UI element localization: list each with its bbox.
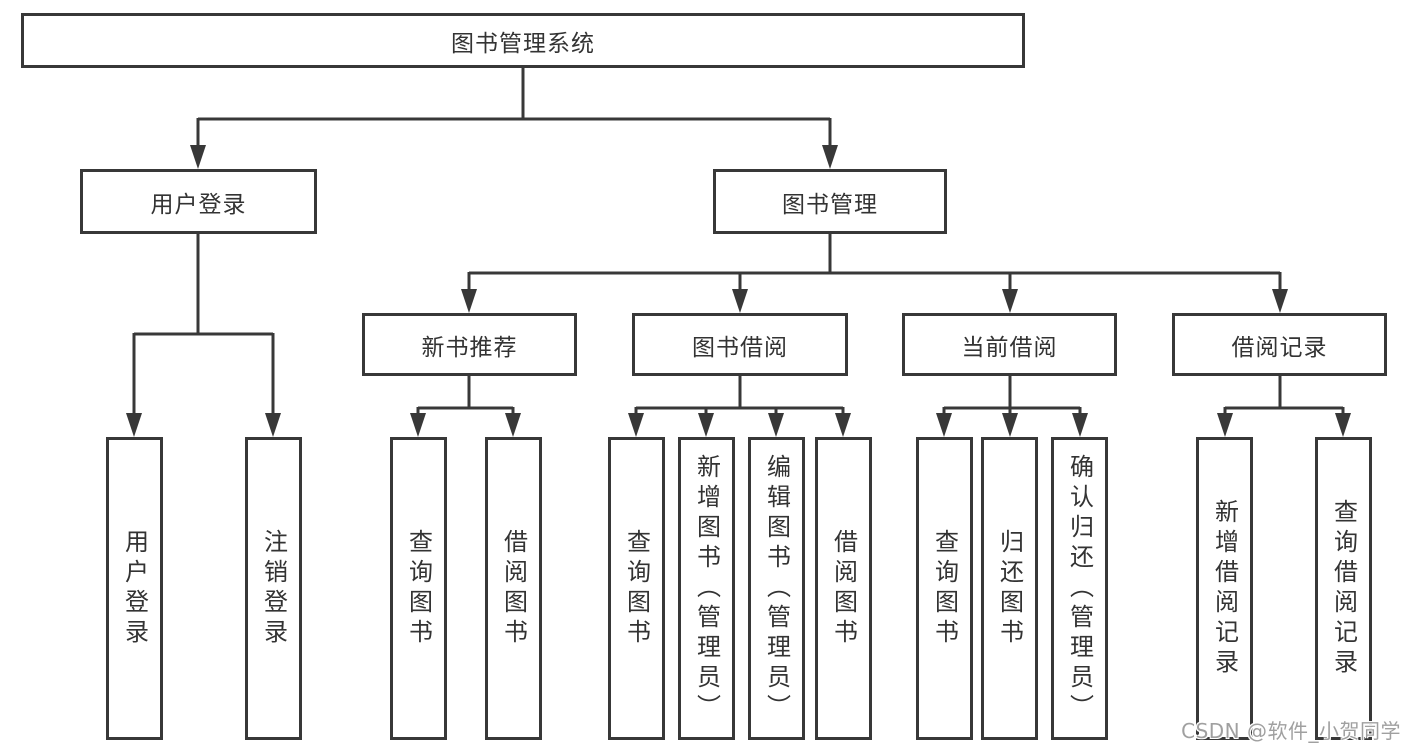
node-new-book-recommend: 新书推荐 (362, 313, 577, 376)
leaf-query-books-borrow: 查询图书 (608, 437, 665, 740)
arrowhead-icon (505, 413, 521, 437)
arrowhead-icon (628, 413, 644, 437)
arrowhead-icon (461, 289, 477, 313)
leaf-query-borrow-record-label: 查询借阅记录 (1329, 498, 1358, 679)
leaf-logout-label: 注销登录 (259, 528, 288, 649)
leaf-confirm-return-admin: 确认归还（管理员） (1051, 437, 1108, 740)
leaf-logout: 注销登录 (245, 437, 302, 740)
node-book-management-label: 图书管理 (782, 191, 878, 218)
node-borrow-records: 借阅记录 (1172, 313, 1387, 376)
arrowhead-icon (1002, 289, 1018, 313)
leaf-query-books-borrow-label: 查询图书 (622, 528, 651, 649)
arrowhead-icon (768, 413, 784, 437)
leaf-add-borrow-record-label: 新增借阅记录 (1210, 498, 1239, 679)
arrowhead-icon (1217, 413, 1233, 437)
leaf-query-borrow-record: 查询借阅记录 (1315, 437, 1372, 740)
arrowhead-icon (1002, 413, 1018, 437)
arrowhead-icon (1335, 413, 1351, 437)
node-borrow-records-label: 借阅记录 (1231, 334, 1328, 361)
arrowhead-icon (835, 413, 851, 437)
node-library-system: 图书管理系统 (21, 13, 1025, 68)
node-user-login: 用户登录 (80, 169, 317, 234)
leaf-borrow-books: 借阅图书 (815, 437, 872, 740)
arrowhead-icon (190, 145, 206, 169)
leaf-add-book-admin-label: 新增图书（管理员） (692, 453, 721, 724)
leaf-query-books-current-label: 查询图书 (930, 528, 959, 649)
leaf-edit-book-admin-label: 编辑图书（管理员） (762, 453, 791, 724)
arrowhead-icon (698, 413, 714, 437)
node-current-borrow-label: 当前借阅 (961, 334, 1058, 361)
arrowhead-icon (822, 145, 838, 169)
arrowhead-icon (265, 413, 281, 437)
leaf-edit-book-admin: 编辑图书（管理员） (748, 437, 805, 740)
leaf-add-borrow-record: 新增借阅记录 (1196, 437, 1253, 740)
leaf-return-book-label: 归还图书 (995, 528, 1024, 649)
arrowhead-icon (732, 289, 748, 313)
leaf-borrow-books-recommend: 借阅图书 (485, 437, 542, 740)
watermark: CSDN @软件_小贺同学 (1181, 719, 1401, 743)
node-book-borrow: 图书借阅 (632, 313, 848, 376)
arrowhead-icon (1272, 289, 1288, 313)
leaf-borrow-books-label: 借阅图书 (829, 528, 858, 649)
node-current-borrow: 当前借阅 (902, 313, 1117, 376)
arrowhead-icon (126, 413, 142, 437)
leaf-user-login-label: 用户登录 (120, 528, 149, 649)
node-new-book-recommend-label: 新书推荐 (421, 334, 518, 361)
node-library-system-label: 图书管理系统 (451, 30, 595, 57)
leaf-query-books-recommend-label: 查询图书 (404, 528, 433, 649)
leaf-confirm-return-admin-label: 确认归还（管理员） (1065, 453, 1094, 724)
leaf-add-book-admin: 新增图书（管理员） (678, 437, 735, 740)
leaf-query-books-current: 查询图书 (916, 437, 973, 740)
node-book-borrow-label: 图书借阅 (692, 334, 788, 361)
leaf-borrow-books-recommend-label: 借阅图书 (499, 528, 528, 649)
node-book-management: 图书管理 (713, 169, 947, 234)
leaf-return-book: 归还图书 (981, 437, 1038, 740)
arrowhead-icon (1072, 413, 1088, 437)
arrowhead-icon (410, 413, 426, 437)
arrowhead-icon (936, 413, 952, 437)
leaf-query-books-recommend: 查询图书 (390, 437, 447, 740)
leaf-user-login: 用户登录 (106, 437, 163, 740)
node-user-login-label: 用户登录 (150, 191, 247, 218)
